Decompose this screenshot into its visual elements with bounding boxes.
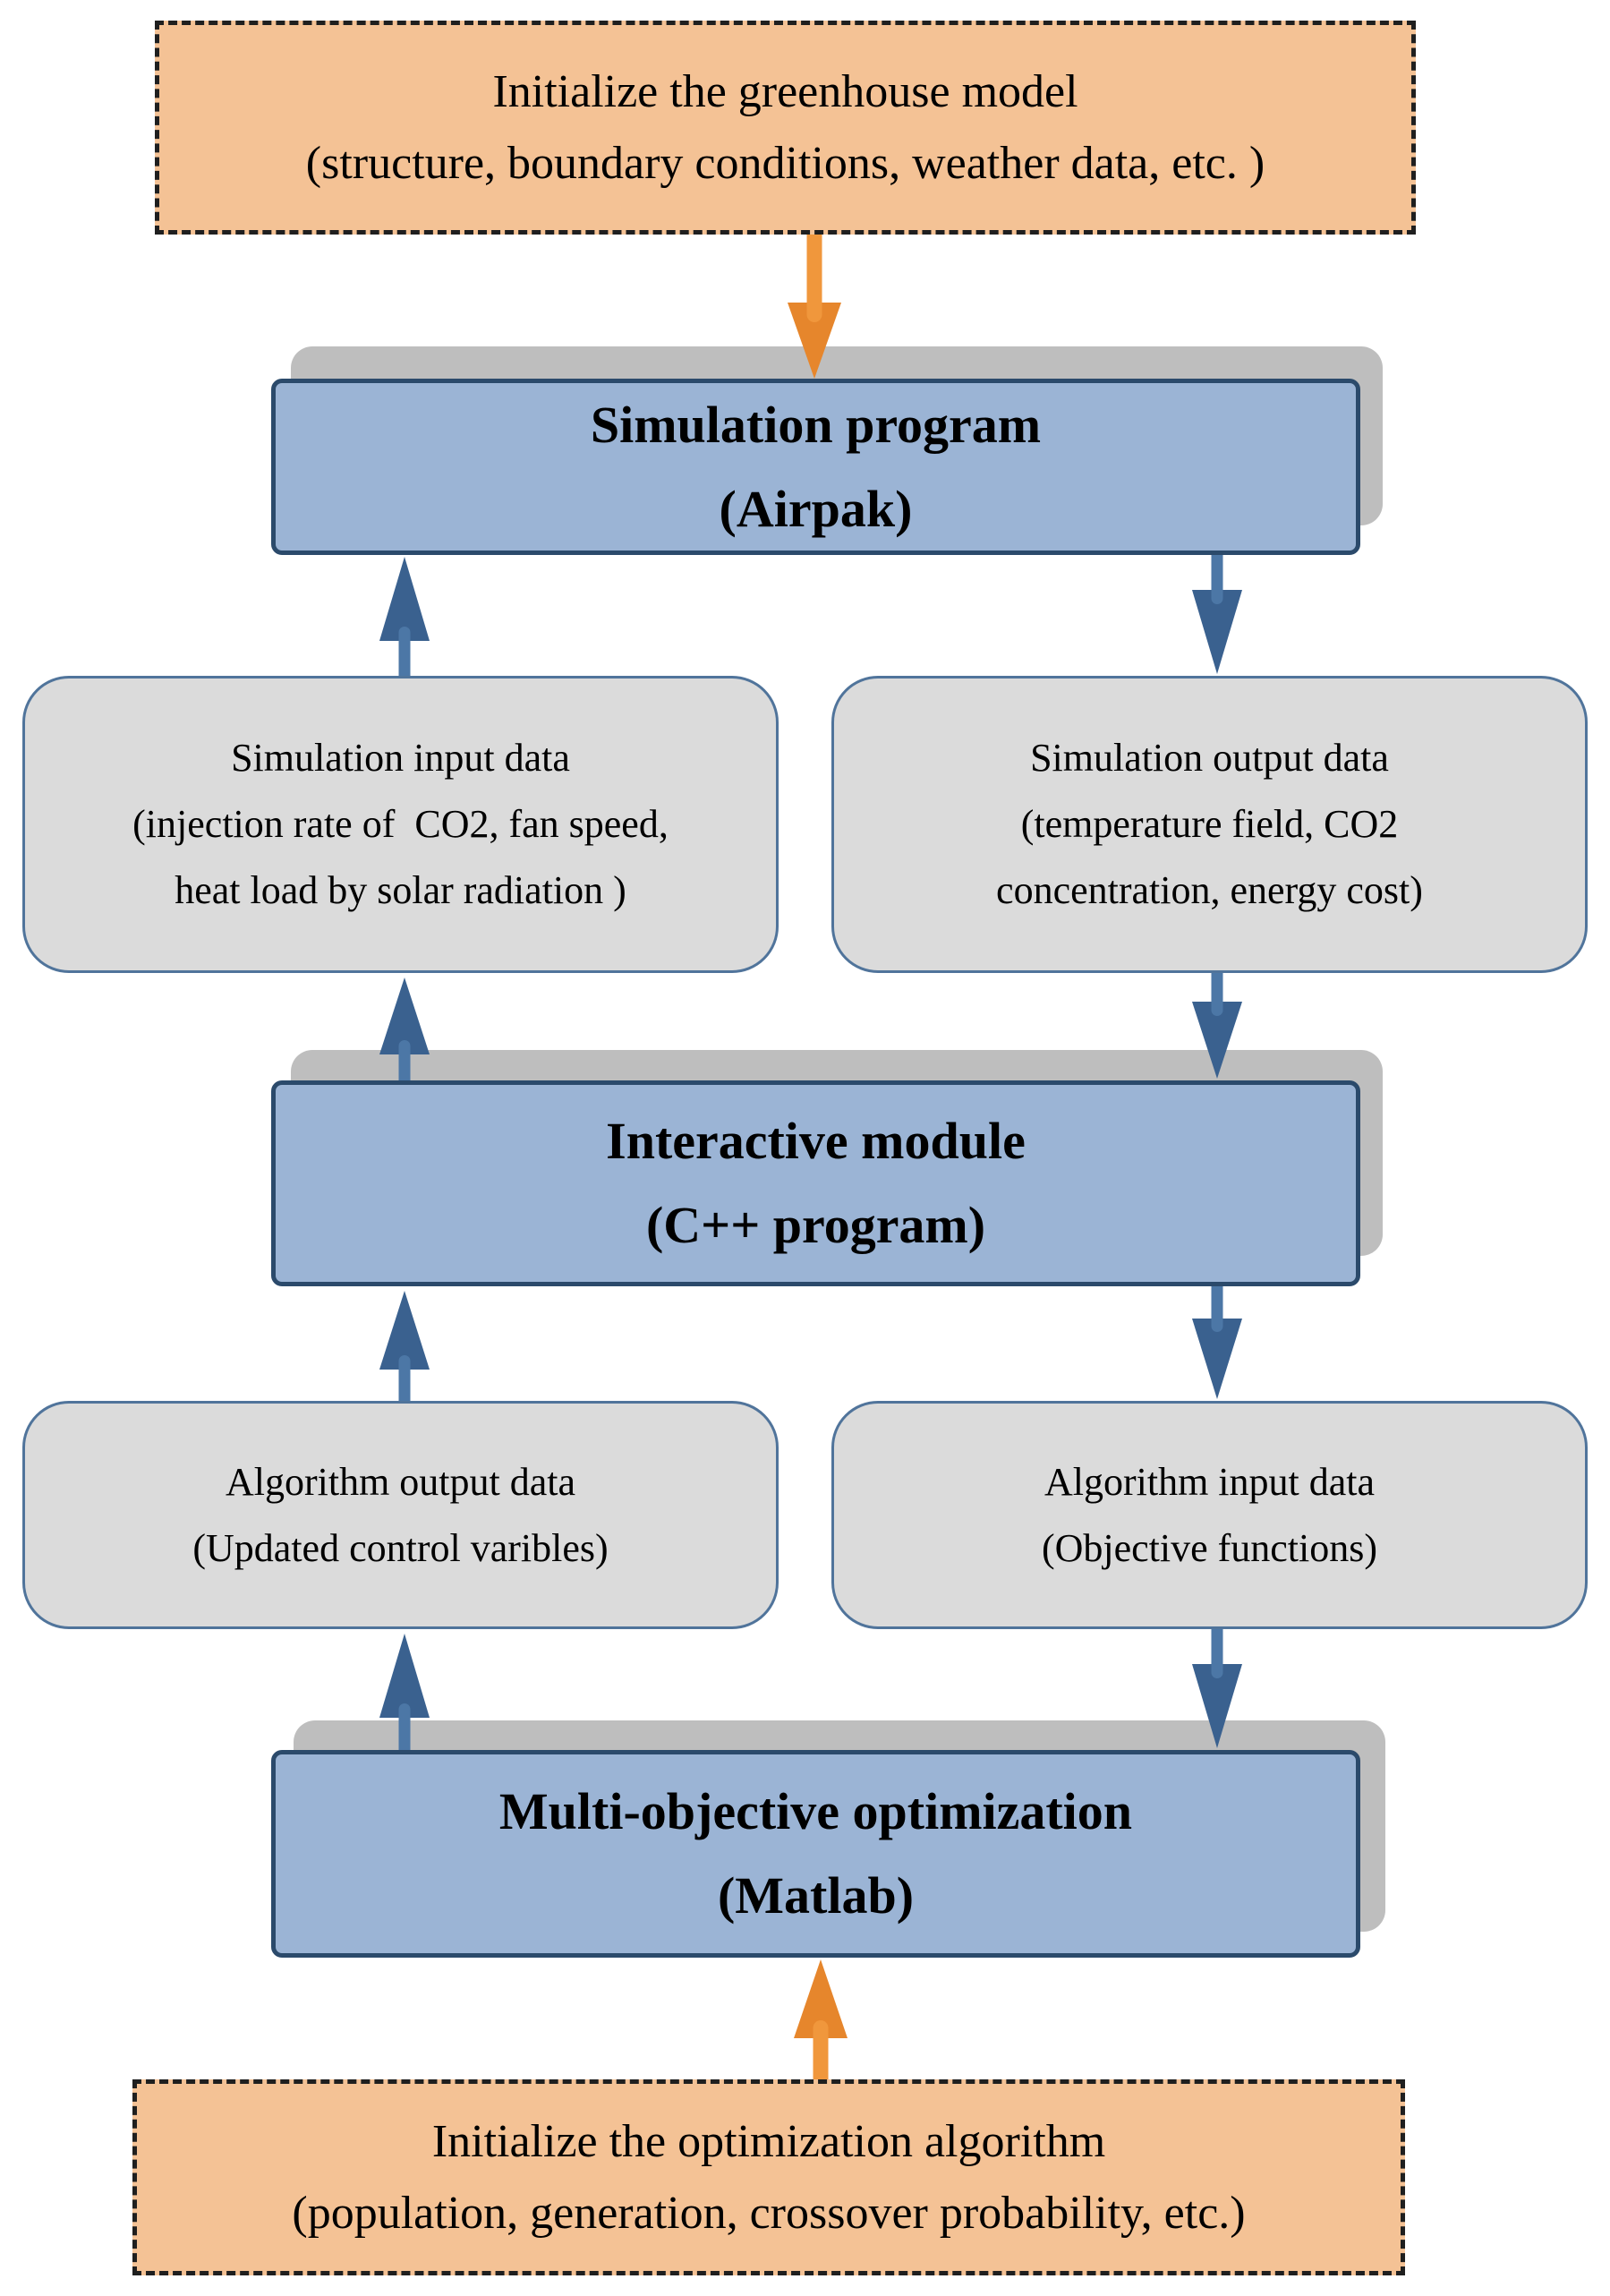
node-text-line: (Updated control varibles) bbox=[192, 1525, 609, 1570]
blue-arrow-up-icon bbox=[379, 977, 430, 1083]
node-text-line: Interactive module bbox=[606, 1112, 1026, 1170]
node-initialize-optimization-algorithm: Initialize the optimization algorithm (p… bbox=[132, 2079, 1405, 2275]
node-text-line: Simulation program bbox=[590, 395, 1042, 454]
node-simulation-program: Simulation program (Airpak) bbox=[271, 379, 1360, 555]
node-text-line: (temperature field, CO2 bbox=[1020, 802, 1399, 846]
node-text-line: Simulation output data bbox=[1030, 736, 1389, 780]
node-interactive-module: Interactive module (C++ program) bbox=[271, 1080, 1360, 1286]
node-text-line: (Airpak) bbox=[719, 479, 913, 538]
node-text-line: (C++ program) bbox=[645, 1196, 986, 1254]
blue-arrow-down-icon bbox=[1192, 1286, 1242, 1399]
node-text-line: Algorithm output data bbox=[225, 1459, 576, 1504]
node-multi-objective-optimization: Multi-objective optimization (Matlab) bbox=[271, 1750, 1360, 1958]
blue-arrow-down-icon bbox=[1192, 973, 1242, 1079]
node-text-line: Initialize the greenhouse model bbox=[492, 65, 1078, 117]
node-algorithm-output-data: Algorithm output data (Updated control v… bbox=[22, 1401, 779, 1629]
blue-arrow-up-icon bbox=[379, 1634, 430, 1753]
node-initialize-greenhouse-model: Initialize the greenhouse model (structu… bbox=[155, 21, 1416, 235]
orange-arrow-down-icon bbox=[788, 235, 841, 379]
node-text-line: Initialize the optimization algorithm bbox=[431, 2115, 1106, 2167]
node-text-line: (structure, boundary conditions, weather… bbox=[305, 137, 1265, 189]
node-text-line: (Objective functions) bbox=[1041, 1525, 1378, 1570]
node-text-line: Simulation input data bbox=[231, 736, 570, 780]
blue-arrow-up-icon bbox=[379, 557, 430, 676]
node-text-line: (injection rate of CO2, fan speed, bbox=[132, 802, 669, 846]
node-algorithm-input-data: Algorithm input data (Objective function… bbox=[831, 1401, 1588, 1629]
node-text-line: (population, generation, crossover proba… bbox=[292, 2187, 1246, 2239]
node-simulation-input-data: Simulation input data (injection rate of… bbox=[22, 676, 779, 973]
node-text-line: Multi-objective optimization bbox=[498, 1782, 1133, 1840]
blue-arrow-up-icon bbox=[379, 1291, 430, 1401]
node-text-line: Algorithm input data bbox=[1044, 1459, 1376, 1504]
node-text-line: concentration, energy cost) bbox=[996, 868, 1423, 912]
blue-arrow-down-icon bbox=[1192, 1629, 1242, 1748]
node-text-line: (Matlab) bbox=[717, 1866, 915, 1925]
node-simulation-output-data: Simulation output data (temperature fiel… bbox=[831, 676, 1588, 973]
blue-arrow-down-icon bbox=[1192, 555, 1242, 674]
node-text-line: heat load by solar radiation ) bbox=[175, 868, 626, 912]
orange-arrow-up-icon bbox=[794, 1959, 848, 2079]
